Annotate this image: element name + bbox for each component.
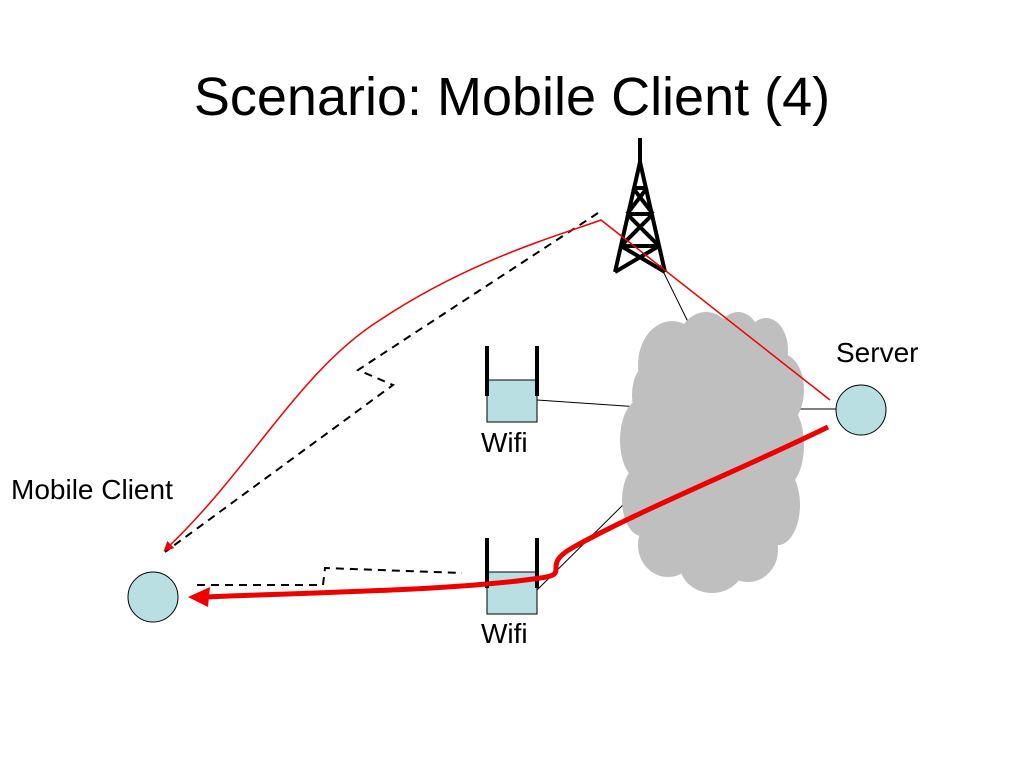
server-label: Server [836, 337, 919, 368]
cell-tower-icon [613, 138, 667, 274]
wifi-route-arrowhead [188, 587, 210, 607]
wifi-wireless-link [197, 566, 463, 586]
wifi-route-arrow [203, 424, 830, 600]
wifi-bottom-label: Wifi [481, 618, 528, 649]
server-node-icon [835, 384, 887, 436]
cellular-wireless-link [164, 212, 599, 553]
wifi-access-point-icon [485, 538, 539, 615]
wifi-access-point-icon [485, 346, 539, 423]
mobile-client-node-icon [127, 571, 179, 623]
mobile-client-label: Mobile Client [11, 474, 173, 505]
cellular-route-arrow [163, 219, 831, 552]
wifi-top-label: Wifi [481, 427, 528, 458]
wifi-top-to-cloud-link [536, 399, 641, 408]
slide-title: Scenario: Mobile Client (4) [193, 67, 831, 127]
tower-to-cloud-link [659, 264, 693, 331]
